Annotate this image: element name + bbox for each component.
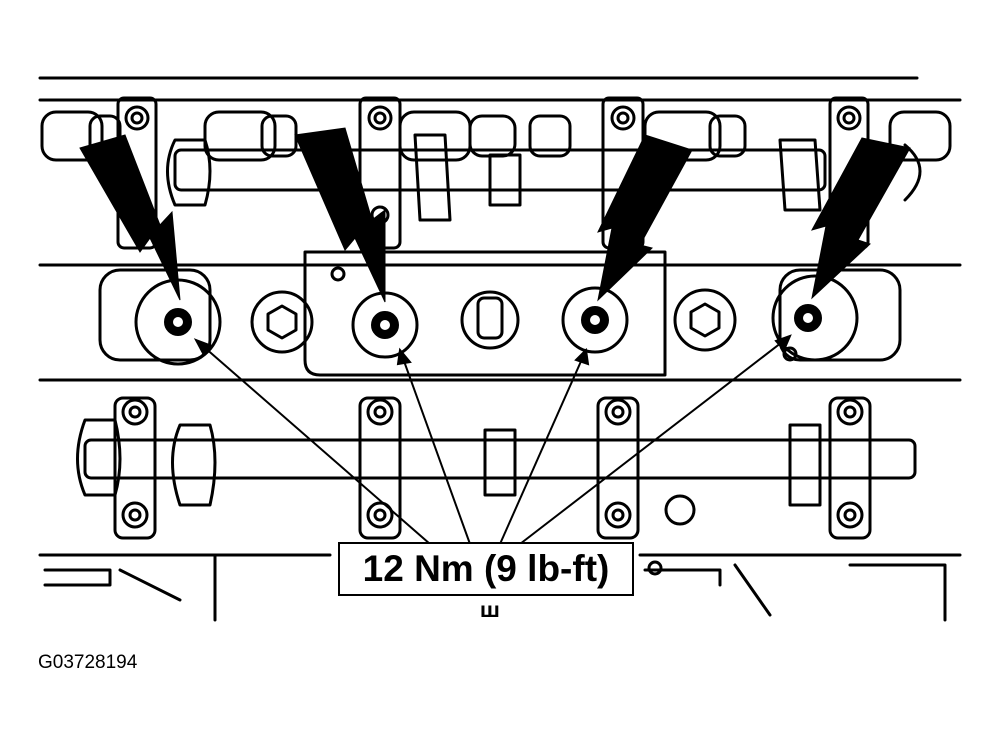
lower-camshaft [76, 418, 917, 507]
indicator-arrows [79, 127, 911, 303]
upper-casting-pockets [40, 110, 952, 162]
figure-id: G03728194 [38, 652, 138, 673]
cylinder-head-mid-section [38, 250, 962, 382]
upper-bearing-caps [116, 96, 870, 250]
lower-bearing-caps [113, 396, 872, 540]
leader-lines [193, 334, 792, 545]
indicator-arrow-4 [810, 137, 911, 300]
front-mark-icon: Ш [480, 602, 500, 621]
upper-cap-bolts [124, 105, 862, 225]
torqued-bolts [164, 304, 822, 339]
indicator-arrow-2 [294, 127, 386, 303]
spark-plug-wells [134, 274, 859, 366]
center-plugs [250, 288, 737, 354]
indicator-arrow-1 [79, 134, 181, 301]
lower-cap-bolts [121, 398, 864, 529]
torque-spec-label: 12 Nm (9 lb-ft) [338, 542, 634, 596]
head-lower-edge [38, 494, 962, 622]
indicator-arrow-3 [597, 134, 693, 302]
upper-camshaft [166, 133, 922, 222]
